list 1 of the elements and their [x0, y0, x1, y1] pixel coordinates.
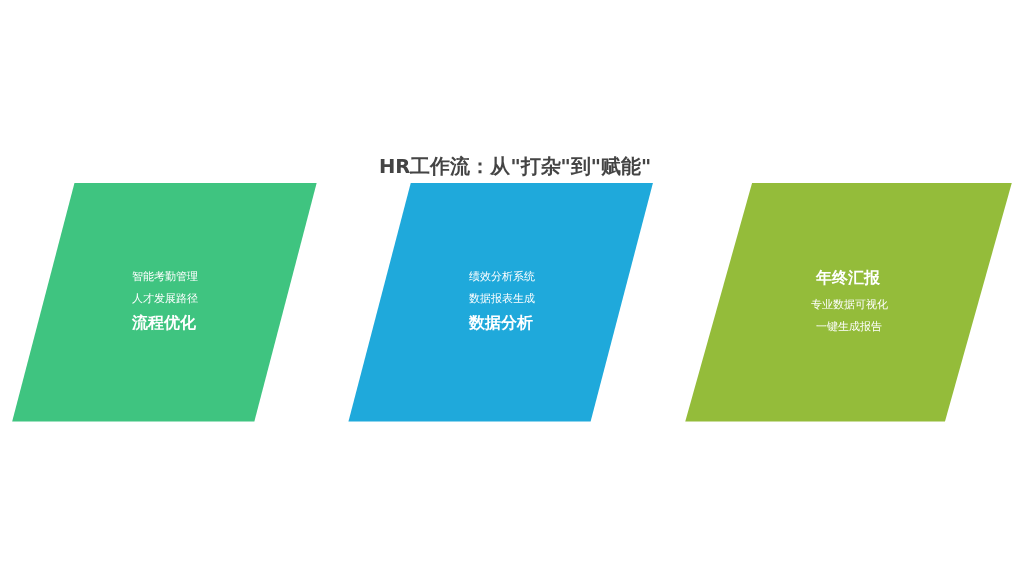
- diagram-title: HR工作流：从"打杂"到"赋能": [379, 154, 652, 178]
